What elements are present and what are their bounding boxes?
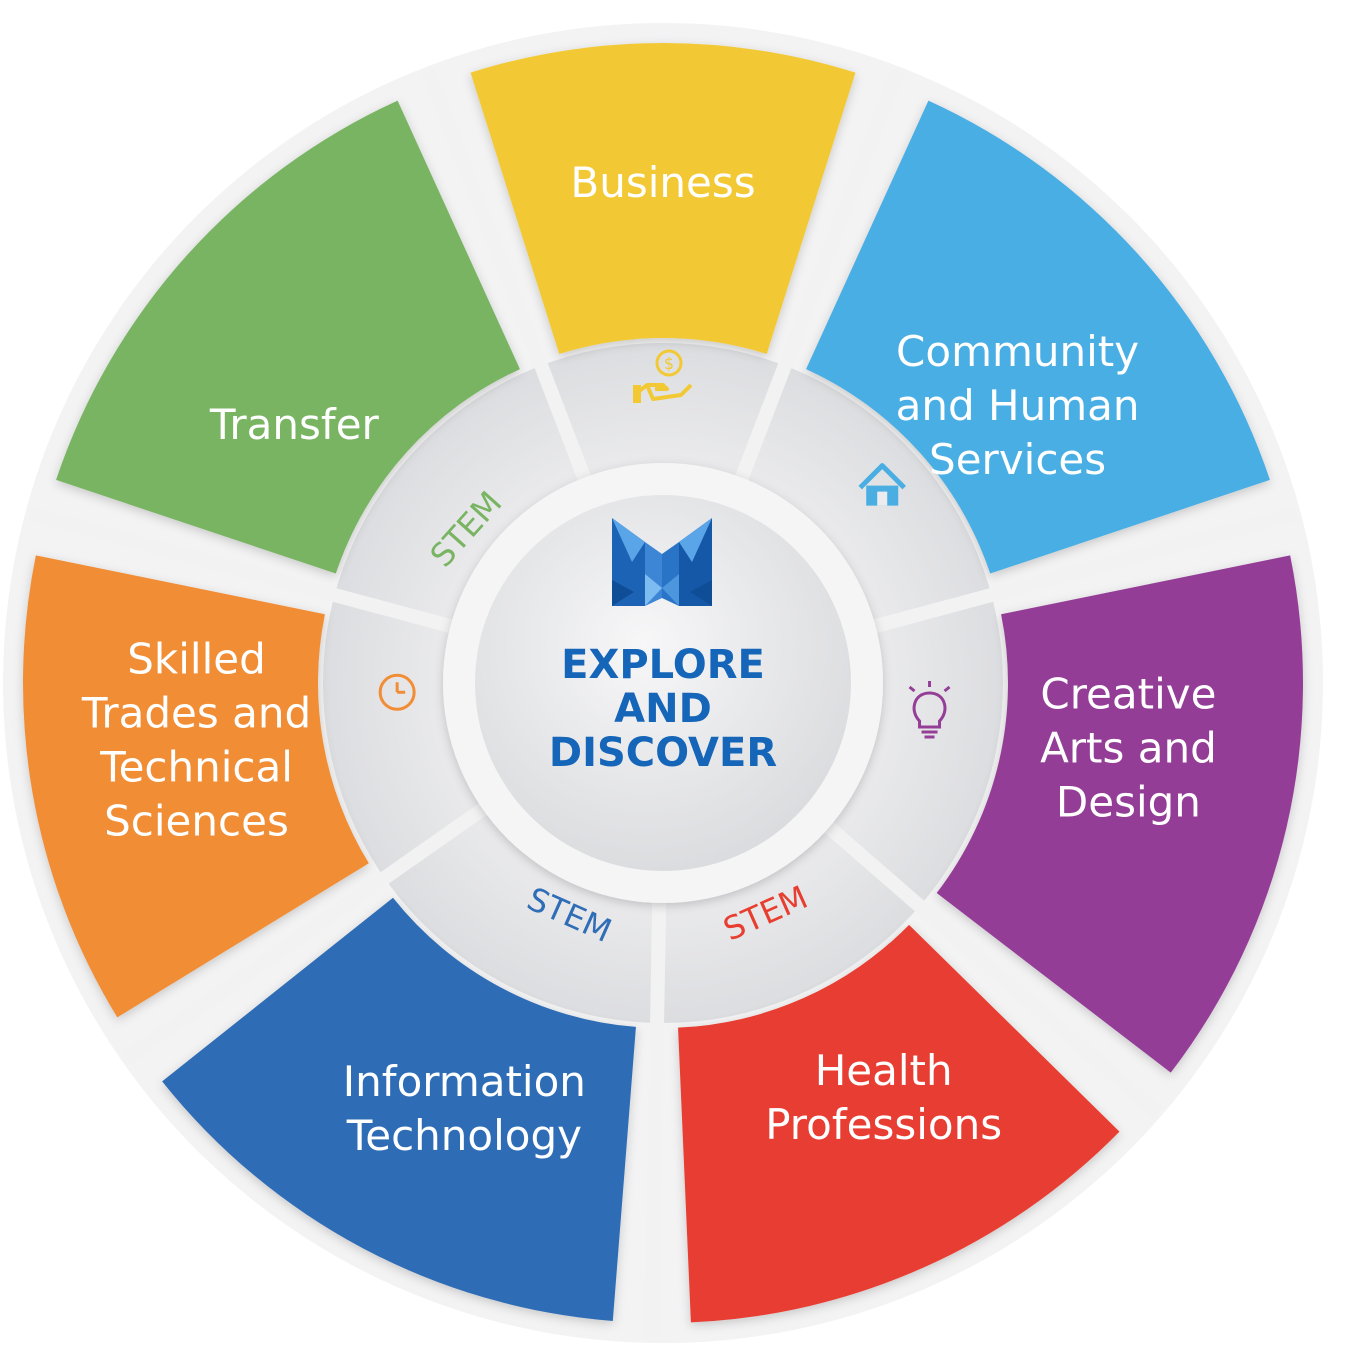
- segment-transfer-wedge: [56, 100, 520, 574]
- segment-creative-label-line: Design: [1056, 777, 1201, 826]
- segment-divider: [644, 872, 667, 1339]
- hub-title-line-1: EXPLORE: [561, 642, 765, 688]
- segment-it-label-line: Information: [343, 1057, 586, 1106]
- clock-icon: [378, 673, 416, 711]
- lightbulb-icon: [908, 681, 951, 739]
- svg-text:$: $: [664, 354, 674, 373]
- hub-title-line-2: AND: [614, 686, 712, 732]
- m-logo-icon: [612, 518, 712, 606]
- segment-community-label-line: Community: [896, 327, 1139, 376]
- segment-health-label-line: Health: [815, 1046, 953, 1095]
- segment-trades-label-line: Trades and: [81, 688, 311, 737]
- segment-community-label-line: Services: [929, 435, 1106, 484]
- segment-trades-wedge: [22, 555, 369, 1018]
- segment-divider: [122, 786, 512, 1065]
- segment-trades-label-line: Sciences: [104, 796, 289, 845]
- segment-business-wedge: [470, 42, 856, 354]
- segment-business-label-line: Business: [570, 158, 755, 207]
- house-icon: [858, 463, 906, 506]
- segment-transfer: Transfer: [56, 100, 520, 574]
- segment-divider: [844, 506, 1298, 641]
- segment-divider: [801, 802, 1162, 1119]
- dividers-layer: [28, 68, 1298, 1339]
- segment-creative-wedge: [936, 555, 1303, 1073]
- segment-creative-label-line: Creative: [1040, 669, 1216, 718]
- segment-it-wedge: [162, 897, 636, 1322]
- segment-business: Business: [470, 42, 856, 354]
- segment-community-label-line: and Human: [896, 381, 1140, 430]
- segment-creative-label-line: Arts and: [1040, 723, 1217, 772]
- segment-trades-label-line: Technical: [99, 742, 293, 791]
- hub-disc: [475, 495, 851, 871]
- hand-coin-icon: $: [633, 349, 693, 403]
- segment-health-wedge: [678, 924, 1120, 1323]
- hub-title-line-3: DISCOVER: [549, 730, 777, 776]
- segment-trades-label-line: Skilled: [127, 634, 266, 683]
- hub: EXPLORE AND DISCOVER: [443, 463, 883, 903]
- segment-community-wedge: [806, 100, 1270, 574]
- segment-divider: [421, 68, 602, 509]
- segment-transfer-label-line: Transfer: [209, 400, 380, 449]
- segment-divider: [724, 68, 905, 509]
- segment-divider: [28, 506, 482, 641]
- segment-health-label-line: Professions: [765, 1100, 1002, 1149]
- segment-it-label-line: Technology: [346, 1111, 582, 1160]
